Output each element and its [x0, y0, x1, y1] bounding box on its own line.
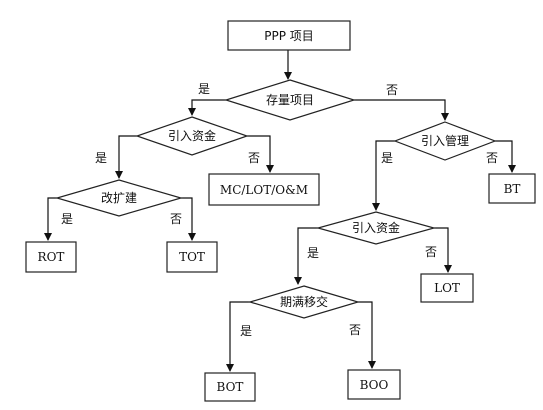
label-transfer-yes: 是	[240, 324, 252, 338]
node-expansion-label: 改扩建	[101, 191, 137, 205]
label-stock-yes: 是	[198, 82, 210, 96]
edge-expand-tot	[181, 197, 196, 241]
edge-mgmt-funds2	[372, 140, 395, 211]
edge-transfer-bot	[226, 301, 250, 372]
node-expansion: 改扩建	[54, 179, 184, 217]
label-mgmt-yes: 是	[381, 151, 393, 165]
node-tot-label: TOT	[179, 250, 205, 264]
node-rot-label: ROT	[38, 250, 65, 264]
edge-funds1-expand	[115, 135, 137, 179]
nodes: PPP 项目 存量项目 引入资金 引入管理 改扩建 MC/LOT/O&M	[25, 20, 536, 402]
node-mc-label: MC/LOT/O&M	[220, 183, 308, 197]
label-mgmt-no: 否	[486, 151, 498, 165]
node-bot: BOT	[204, 372, 256, 402]
node-lot: LOT	[420, 273, 474, 303]
node-funds-right: 引入资金	[315, 211, 437, 245]
node-bt: BT	[488, 173, 536, 204]
node-mc-lot-om: MC/LOT/O&M	[208, 173, 320, 206]
label-expand-no: 否	[170, 212, 182, 226]
node-bot-label: BOT	[217, 380, 244, 394]
edge-mgmt-bt	[495, 140, 516, 173]
label-funds1-no: 否	[248, 151, 260, 165]
edge-funds2-transfer	[294, 227, 318, 285]
label-stock-no: 否	[386, 83, 398, 97]
label-expand-yes: 是	[61, 212, 73, 226]
node-stock-project: 存量项目	[223, 79, 357, 121]
node-funds-right-label: 引入资金	[352, 220, 400, 235]
edge-funds2-lot	[434, 227, 452, 273]
edges	[44, 50, 516, 372]
edge-funds1-mc	[247, 135, 274, 173]
node-funds-left: 引入资金	[135, 116, 249, 156]
node-boo: BOO	[347, 369, 401, 400]
edge-transfer-boo	[358, 301, 376, 369]
label-funds2-no: 否	[425, 245, 437, 259]
node-ppp-project: PPP 项目	[227, 20, 351, 51]
node-ppp-label: PPP 项目	[264, 29, 314, 43]
node-expiry-transfer: 期满移交	[247, 285, 361, 319]
edge-stock-mgmt	[354, 99, 449, 121]
node-tot: TOT	[166, 241, 218, 273]
edge-expand-rot	[44, 197, 57, 241]
label-funds1-yes: 是	[95, 151, 107, 165]
node-bt-label: BT	[504, 182, 521, 196]
node-boo-label: BOO	[360, 378, 389, 392]
label-transfer-no: 否	[349, 323, 361, 337]
node-management-label: 引入管理	[421, 133, 469, 148]
edge-labels: 是 否 是 否 是 否 是 否 是 否 是 否	[61, 82, 498, 338]
node-lot-label: LOT	[434, 281, 460, 295]
node-funds-left-label: 引入资金	[168, 128, 216, 143]
node-rot: ROT	[25, 241, 77, 273]
node-management: 引入管理	[393, 121, 497, 161]
node-expiry-transfer-label: 期满移交	[280, 294, 328, 309]
edge-stock-funds1	[188, 99, 226, 116]
label-funds2-yes: 是	[307, 246, 319, 260]
node-stock-label: 存量项目	[266, 93, 314, 107]
